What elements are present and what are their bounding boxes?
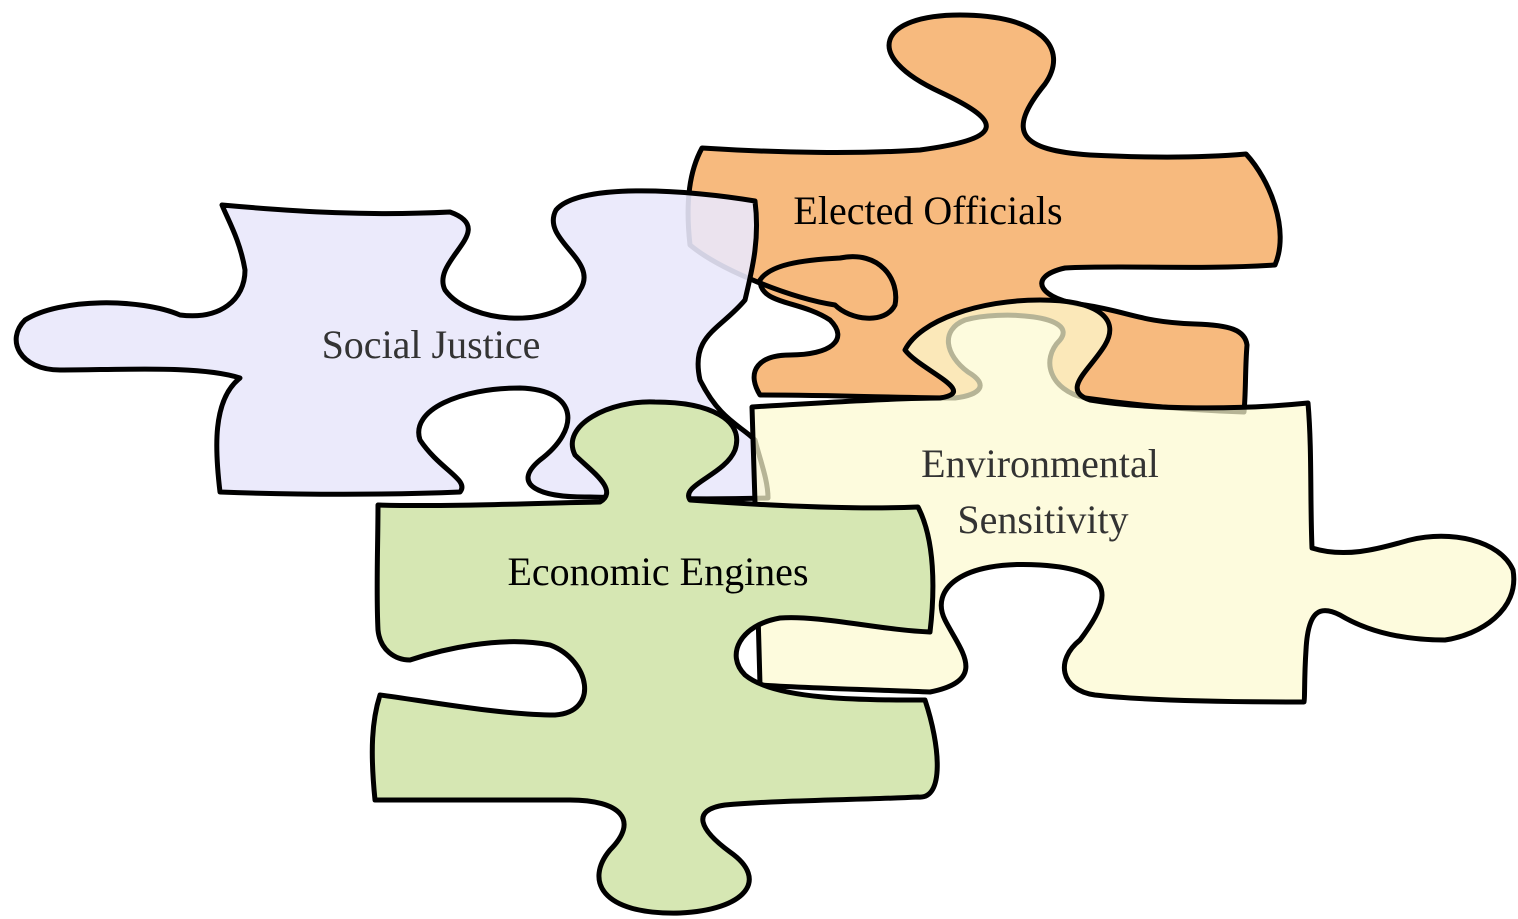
puzzle-piece-economic-engines: Economic Engines <box>369 399 940 916</box>
elected-officials-label: Elected Officials <box>793 188 1062 233</box>
social-justice-shape <box>13 188 771 502</box>
economic-engines-shape <box>369 399 940 916</box>
environmental-sensitivity-shape <box>749 297 1517 705</box>
economic-engines-label: Economic Engines <box>507 549 808 594</box>
environmental-sensitivity-label-line1: Environmental <box>921 441 1159 486</box>
puzzle-piece-social-justice: Social Justice <box>13 188 771 502</box>
environmental-sensitivity-label-line2: Sensitivity <box>957 497 1128 542</box>
social-justice-label: Social Justice <box>322 322 541 367</box>
puzzle-piece-environmental-sensitivity: Environmental Sensitivity <box>749 297 1517 705</box>
